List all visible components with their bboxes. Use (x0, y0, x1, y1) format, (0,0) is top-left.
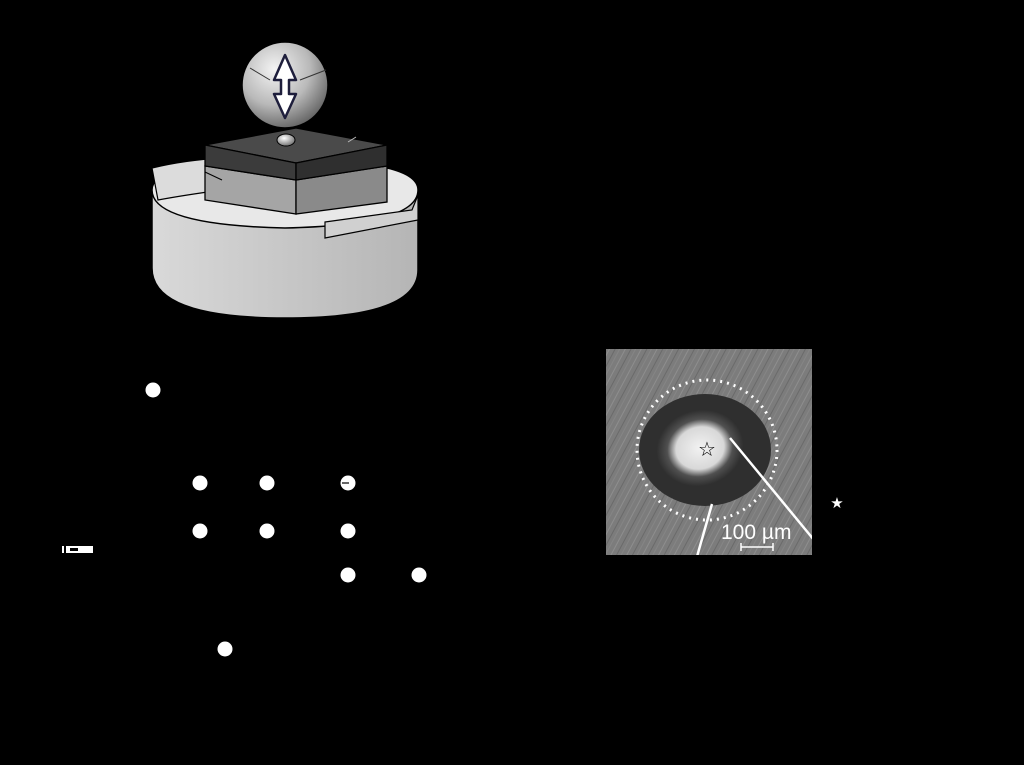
marker-dot (259, 523, 275, 539)
marker-dot (340, 523, 356, 539)
wear-scar-bright-spot (656, 409, 744, 487)
marker-dot (192, 523, 208, 539)
wear-scar-micrograph: 100 µm ☆ (606, 349, 812, 555)
marker-dot (192, 475, 208, 491)
pointer-line (729, 437, 812, 540)
marker-dot (217, 641, 233, 657)
marker-dot (145, 382, 161, 398)
marker-dot (340, 567, 356, 583)
droplet-icon (276, 133, 296, 147)
marker-group (145, 382, 427, 657)
marker-dot (259, 475, 275, 491)
reciprocating-arrow-icon (272, 53, 298, 120)
center-star-marker: ☆ (698, 437, 716, 461)
legend-star-marker: ★ (830, 494, 843, 512)
marker-dot (411, 567, 427, 583)
scale-bar (740, 543, 774, 551)
flat-sample-block (204, 127, 388, 215)
scale-bar-label: 100 µm (721, 521, 791, 544)
pointer-line (696, 503, 714, 555)
ball-on-flat-apparatus (151, 41, 419, 319)
contact-boundary-circle (635, 378, 779, 522)
syringe-icon (62, 546, 93, 553)
